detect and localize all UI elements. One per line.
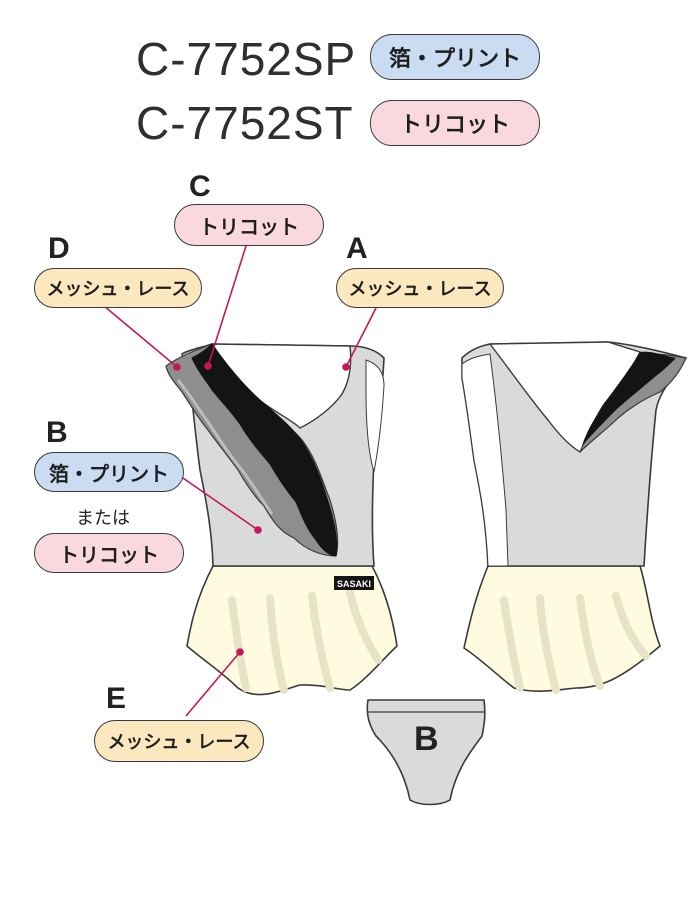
part-d-label: メッシュ・レース xyxy=(34,268,202,308)
leader-lines xyxy=(103,245,377,717)
front-logo-tag xyxy=(334,576,374,590)
part-b-or: または xyxy=(76,508,130,529)
part-e-label: メッシュ・レース xyxy=(94,720,264,762)
part-a-letter: A xyxy=(346,232,368,265)
part-e-letter: E xyxy=(106,682,127,715)
shorts-letter: B xyxy=(414,720,439,758)
part-c-letter: C xyxy=(189,170,211,203)
back-leotard xyxy=(461,341,688,694)
leader-a xyxy=(345,307,377,368)
front-lace-wave xyxy=(176,379,274,515)
leader-c xyxy=(207,245,247,367)
badge-foil-print: 箔・プリント xyxy=(370,34,540,80)
shorts-body xyxy=(366,699,486,806)
front-logo-text: SASAKI xyxy=(337,579,371,589)
leader-e-dot xyxy=(236,648,244,656)
badge-tricot: トリコット xyxy=(370,100,540,146)
leader-c-dot xyxy=(204,362,212,370)
part-a-label: メッシュ・レース xyxy=(336,268,504,308)
part-b-label-foil-print: 箔・プリント xyxy=(34,452,184,492)
front-leotard: SASAKI xyxy=(165,343,398,696)
leader-b xyxy=(179,475,259,531)
front-armhole-panel xyxy=(365,359,385,473)
leader-a-dot xyxy=(342,363,350,371)
front-lace-black xyxy=(191,343,338,557)
part-c-label: トリコット xyxy=(174,204,324,246)
part-b-letter: B xyxy=(46,416,68,449)
part-d-letter: D xyxy=(48,232,70,265)
leader-e xyxy=(185,651,241,717)
part-b-label-tricot: トリコット xyxy=(34,533,184,573)
back-lace-black xyxy=(582,351,676,446)
leader-d xyxy=(103,305,178,368)
leader-d-dot xyxy=(173,363,181,371)
shorts xyxy=(366,699,486,806)
model-code-st: C-7752ST xyxy=(136,97,354,149)
leader-b-dot xyxy=(254,526,262,534)
model-code-sp: C-7752SP xyxy=(136,33,357,85)
back-skirt-fold xyxy=(500,592,650,694)
back-side-panel xyxy=(461,353,509,567)
front-skirt-fold xyxy=(228,588,382,694)
